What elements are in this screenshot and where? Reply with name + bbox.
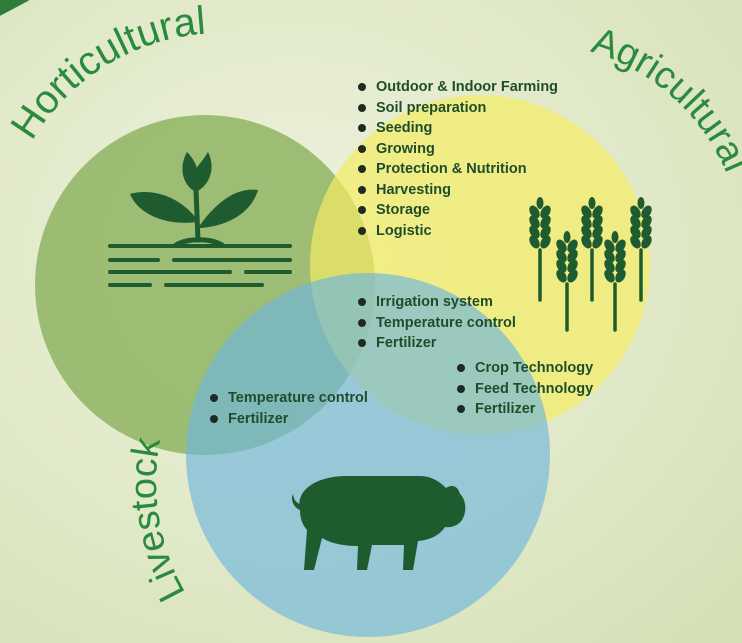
pig-icon [291,475,466,570]
list-item: Feed Technology [455,379,593,400]
list-item: Protection & Nutrition [356,159,558,180]
list-item: Outdoor & Indoor Farming [356,77,558,98]
sprouting-plant-icon [108,152,292,287]
list-item: Logistic [356,221,558,242]
livestock-title: Livestock [123,434,194,608]
wheat-stalks-icon [529,197,652,332]
list-item: Harvesting [356,180,558,201]
list-item: Seeding [356,118,558,139]
list-item: Temperature control [208,388,368,409]
list-item: Irrigation system [356,292,516,313]
list-item: Fertilizer [208,409,368,430]
center-overlap-list: Irrigation system Temperature control Fe… [356,292,516,354]
list-item: Temperature control [356,313,516,334]
agricultural-list: Outdoor & Indoor Farming Soil preparatio… [356,77,558,241]
list-item: Soil preparation [356,98,558,119]
agricultural-title: Agricultural [587,20,742,178]
list-item: Fertilizer [356,333,516,354]
list-item: Storage [356,200,558,221]
list-item: Fertilizer [455,399,593,420]
agri-livestock-list: Crop Technology Feed Technology Fertiliz… [455,358,593,420]
horti-livestock-list: Temperature control Fertilizer [208,388,368,429]
list-item: Crop Technology [455,358,593,379]
list-item: Growing [356,139,558,160]
